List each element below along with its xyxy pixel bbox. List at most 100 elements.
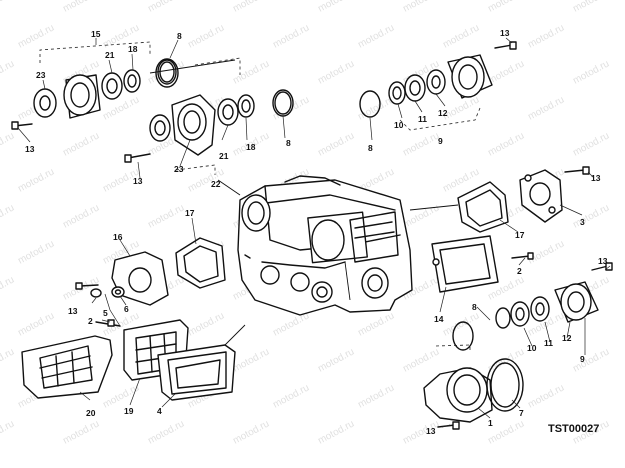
watermark-text: motod.ru	[186, 310, 226, 338]
label-8-mid: 8	[286, 138, 291, 148]
watermark-text: motod.ru	[526, 382, 566, 410]
label-18-top: 18	[128, 44, 138, 54]
watermark-text: motod.ru	[146, 418, 186, 446]
label-21-mid: 21	[219, 151, 229, 161]
watermark-text: motod.ru	[571, 346, 611, 374]
label-13-mid: 13	[133, 176, 143, 186]
watermark-text: motod.ru	[231, 58, 271, 86]
watermark-text: motod.ru	[486, 0, 526, 15]
grille-group	[21, 319, 246, 401]
watermark-text: motod.ru	[441, 22, 481, 50]
intake-group	[423, 358, 524, 430]
label-13-right: 13	[591, 173, 601, 183]
label-3: 3	[580, 217, 585, 227]
watermark-text: motod.ru	[526, 94, 566, 122]
label-19: 19	[124, 406, 134, 416]
watermark-text: motod.ru	[316, 130, 356, 158]
left-cover-group	[75, 237, 226, 327]
right-cover-group	[409, 166, 590, 233]
label-4: 4	[157, 406, 162, 416]
watermark-text: motod.ru	[316, 0, 356, 15]
watermark-text: motod.ru	[356, 310, 396, 338]
label-2-right: 2	[517, 266, 522, 276]
watermark-text: motod.ru	[0, 274, 16, 302]
label-21-top: 21	[105, 50, 115, 60]
watermark-text: motod.ru	[16, 238, 56, 266]
watermark-text: motod.ru	[271, 22, 311, 50]
watermark-text: motod.ru	[486, 58, 526, 86]
watermark-text: motod.ru	[61, 418, 101, 446]
label-13-lowerright: 13	[598, 256, 608, 266]
watermark-text: motod.ru	[61, 130, 101, 158]
leader-lines	[17, 37, 611, 428]
watermark-text: motod.ru	[571, 58, 611, 86]
label-12-lower: 12	[562, 333, 572, 343]
drawing-code: TST00027	[548, 423, 599, 435]
label-23-top: 23	[36, 70, 46, 80]
label-7: 7	[519, 408, 524, 418]
watermark-text: motod.ru	[401, 130, 441, 158]
watermark-text: motod.ru	[16, 310, 56, 338]
watermark-text: motod.ru	[571, 130, 611, 158]
watermark-text: motod.ru	[61, 0, 101, 15]
watermark-text: motod.ru	[401, 346, 441, 374]
watermark-text: motod.ru	[401, 202, 441, 230]
watermark-text: motod.ru	[316, 58, 356, 86]
watermark-text: motod.ru	[101, 94, 141, 122]
label-17-right: 17	[515, 230, 525, 240]
watermark-text: motod.ru	[231, 0, 271, 15]
watermark-text: motod.ru	[16, 22, 56, 50]
label-8-top-left: 8	[177, 31, 182, 41]
label-9-lower: 9	[580, 354, 585, 364]
label-13-lowerleft: 13	[68, 306, 78, 316]
label-12-top: 12	[438, 108, 448, 118]
watermark-text: motod.ru	[271, 382, 311, 410]
watermark-text: motod.ru	[316, 346, 356, 374]
watermark-text: motod.ru	[571, 0, 611, 15]
label-13-bottom: 13	[426, 426, 436, 436]
label-8-lower: 8	[472, 302, 477, 312]
label-14: 14	[434, 314, 444, 324]
watermark-text: motod.ru	[0, 202, 16, 230]
cylinder-head	[237, 175, 413, 316]
label-17-left: 17	[185, 208, 195, 218]
label-11-top: 11	[418, 114, 427, 124]
right-lower-bearing-group	[431, 235, 613, 352]
watermark-text: motod.ru	[0, 58, 16, 86]
watermark-text: motod.ru	[101, 382, 141, 410]
label-11-lower: 11	[544, 338, 553, 348]
label-18-mid: 18	[246, 142, 256, 152]
watermark-text: motod.ru	[316, 418, 356, 446]
watermark-text: motod.ru	[401, 0, 441, 15]
watermark-text: motod.ru	[356, 382, 396, 410]
label-13-left: 13	[25, 144, 35, 154]
watermark-text: motod.ru	[0, 0, 16, 15]
watermark-text: motod.ru	[0, 418, 16, 446]
label-9-top: 9	[438, 136, 443, 146]
label-2-left: 2	[88, 316, 93, 326]
label-20: 20	[86, 408, 96, 418]
watermark-text: motod.ru	[571, 202, 611, 230]
watermark-text: motod.ru	[146, 202, 186, 230]
label-15: 15	[91, 29, 101, 39]
watermark-text: motod.ru	[16, 166, 56, 194]
part-labels: 15 21 18 8 23 13 21 18 8 23 13 22 8 10 1…	[25, 28, 608, 436]
label-10-lower: 10	[527, 343, 537, 353]
label-1: 1	[488, 418, 493, 428]
watermark-text: motod.ru	[231, 346, 271, 374]
watermark-text: motod.ru	[356, 22, 396, 50]
watermark-text: motod.ru	[486, 130, 526, 158]
watermark-text: motod.ru	[0, 130, 16, 158]
watermark-text: motod.ru	[61, 202, 101, 230]
watermark-text: motod.ru	[186, 22, 226, 50]
label-8-right: 8	[368, 143, 373, 153]
label-23-mid: 23	[174, 164, 184, 174]
circlip-8-top	[155, 58, 179, 88]
left-upper-bearing-group	[11, 41, 236, 130]
label-16: 16	[113, 232, 123, 242]
label-5: 5	[103, 308, 108, 318]
label-6: 6	[124, 304, 129, 314]
watermark-text: motod.ru	[526, 22, 566, 50]
